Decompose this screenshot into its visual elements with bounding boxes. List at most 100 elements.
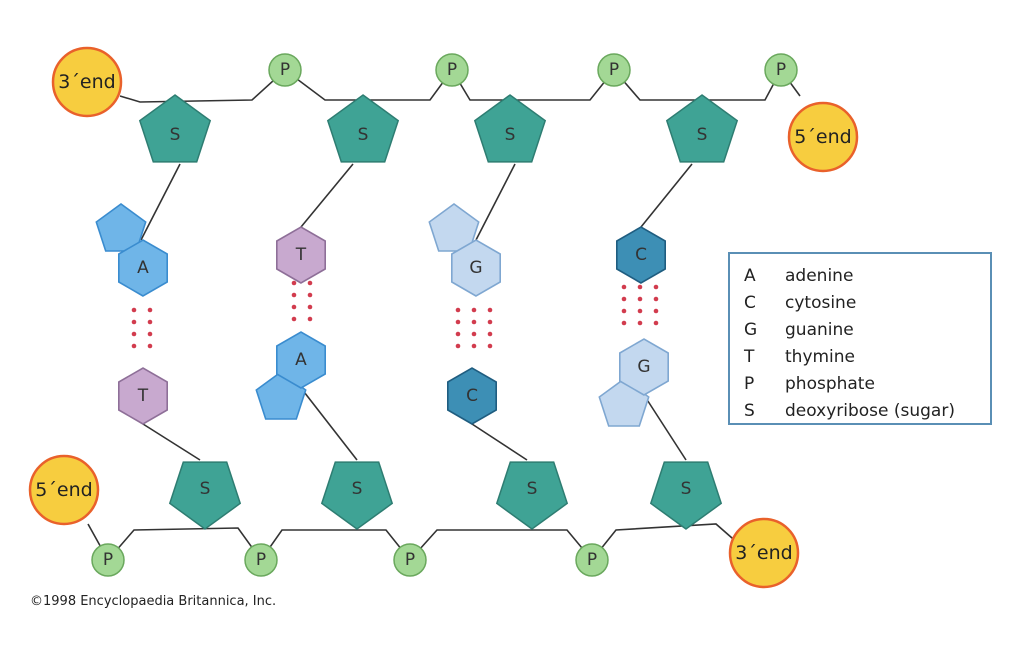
backbone-line bbox=[300, 163, 354, 228]
phosphate-circle bbox=[393, 543, 427, 577]
sugar-label: S bbox=[200, 479, 211, 499]
legend-key: P bbox=[744, 373, 755, 394]
sugar-label: S bbox=[352, 479, 363, 499]
base-label: C bbox=[466, 386, 478, 406]
hydrogen-bond-dot bbox=[637, 320, 643, 326]
sugar-pentagon bbox=[495, 461, 569, 530]
phosphate-circle bbox=[268, 53, 302, 87]
copyright: ©1998 Encyclopaedia Britannica, Inc. bbox=[30, 594, 277, 609]
legend-value: guanine bbox=[785, 319, 854, 340]
end-label: 5´end bbox=[35, 479, 92, 501]
base-label: G bbox=[469, 258, 482, 278]
hydrogen-bond-dot bbox=[487, 331, 493, 337]
phosphate-label: P bbox=[609, 60, 619, 80]
hydrogen-bond-dot bbox=[131, 343, 137, 349]
hydrogen-bond-dot bbox=[487, 307, 493, 313]
hydrogen-bond-dot bbox=[471, 343, 477, 349]
phosphate-circle bbox=[435, 53, 469, 87]
end-marker-bottom-right: 3´end bbox=[728, 517, 800, 589]
base-hexagon bbox=[450, 239, 502, 297]
phosphate-label: P bbox=[103, 550, 113, 570]
backbone-line bbox=[640, 163, 693, 228]
phosphate-circle bbox=[597, 53, 631, 87]
base-hexagon bbox=[118, 367, 168, 425]
hydrogen-bond-dot bbox=[307, 292, 313, 298]
legend-key: T bbox=[744, 346, 755, 367]
base-label: A bbox=[295, 350, 307, 370]
base-hexagon bbox=[446, 367, 498, 425]
hydrogen-bond-dot bbox=[131, 331, 137, 337]
legend-value: adenine bbox=[785, 265, 854, 286]
sugar-pentagon bbox=[168, 461, 242, 530]
hydrogen-bond-dot bbox=[637, 308, 643, 314]
hydrogen-bond-dot bbox=[147, 343, 153, 349]
base-label: A bbox=[137, 258, 149, 278]
backbone-line bbox=[300, 387, 358, 461]
hydrogen-bond-dot bbox=[471, 331, 477, 337]
hydrogen-bond-dot bbox=[147, 319, 153, 325]
base-hexagon bbox=[615, 226, 667, 284]
hydrogen-bond-dot bbox=[487, 343, 493, 349]
sugar-label: S bbox=[681, 479, 692, 499]
sugar-pentagon bbox=[649, 461, 723, 530]
phosphate-label: P bbox=[447, 60, 457, 80]
end-marker-top-left: 3´end bbox=[51, 46, 123, 118]
legend-key: C bbox=[744, 292, 756, 313]
phosphate-circle bbox=[575, 543, 609, 577]
phosphate-label: P bbox=[280, 60, 290, 80]
hydrogen-bond-dot bbox=[307, 280, 313, 286]
backbone-line bbox=[475, 163, 516, 241]
sugar-pentagon bbox=[138, 94, 212, 163]
hydrogen-bond-dot bbox=[621, 320, 627, 326]
backbone-line bbox=[471, 423, 528, 461]
hydrogen-bond-dot bbox=[471, 307, 477, 313]
hydrogen-bond-dot bbox=[621, 308, 627, 314]
base-label: C bbox=[635, 245, 647, 265]
hydrogen-bond-dot bbox=[291, 304, 297, 310]
base-label: G bbox=[637, 357, 650, 377]
end-label: 5´end bbox=[794, 126, 851, 148]
hydrogen-bond-dot bbox=[637, 284, 643, 290]
phosphate-label: P bbox=[405, 550, 415, 570]
sugar-pentagon bbox=[665, 94, 739, 163]
hydrogen-bonds bbox=[131, 280, 659, 349]
legend-key: S bbox=[744, 400, 755, 421]
hydrogen-bond-dot bbox=[653, 320, 659, 326]
hydrogen-bond-dot bbox=[487, 319, 493, 325]
hydrogen-bond-dot bbox=[131, 307, 137, 313]
backbone-line bbox=[87, 523, 741, 562]
end-label: 3´end bbox=[735, 542, 792, 564]
phosphate-label: P bbox=[776, 60, 786, 80]
hydrogen-bond-dot bbox=[455, 331, 461, 337]
backbone-line bbox=[119, 68, 801, 103]
phosphate-circle bbox=[91, 543, 125, 577]
hydrogen-bond-dot bbox=[653, 308, 659, 314]
sugar-label: S bbox=[697, 125, 708, 145]
sugar-pentagon bbox=[320, 461, 394, 530]
backbone-lines bbox=[87, 68, 801, 562]
legend-value: phosphate bbox=[785, 373, 875, 394]
end-marker-bottom-left: 5´end bbox=[28, 454, 100, 526]
base-label: T bbox=[295, 245, 307, 265]
hydrogen-bond-dot bbox=[291, 292, 297, 298]
phosphate-circle bbox=[244, 543, 278, 577]
legend-value: deoxyribose (sugar) bbox=[785, 400, 955, 421]
base-hexagon bbox=[275, 226, 327, 284]
base-hexagon bbox=[118, 239, 168, 297]
end-label: 3´end bbox=[58, 71, 115, 93]
hydrogen-bond-dot bbox=[307, 316, 313, 322]
sugar-label: S bbox=[358, 125, 369, 145]
end-marker-top-right: 5´end bbox=[787, 101, 859, 173]
phosphate-circle bbox=[764, 53, 798, 87]
hydrogen-bond-dot bbox=[653, 296, 659, 302]
sugar-label: S bbox=[170, 125, 181, 145]
backbone-line bbox=[142, 423, 201, 461]
hydrogen-bond-dot bbox=[455, 307, 461, 313]
hydrogen-bond-dot bbox=[637, 296, 643, 302]
backbone-line bbox=[643, 394, 687, 461]
